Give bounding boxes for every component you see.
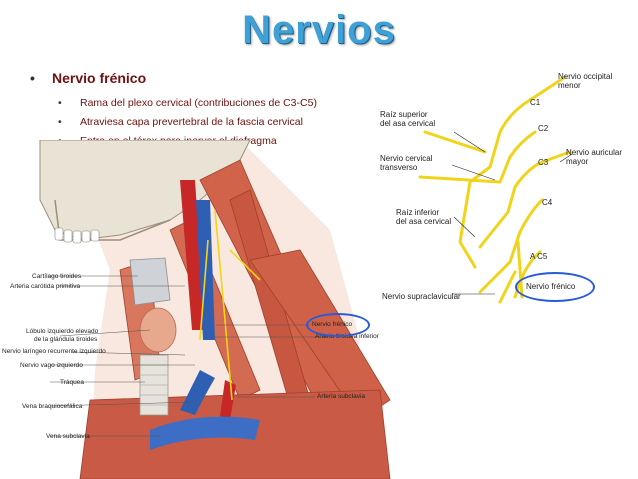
sub-bullet-text: Rama del plexo cervical (contribuciones … xyxy=(80,97,317,109)
label-cartilago-tiroides: Cartílago tiroides xyxy=(32,273,82,280)
label-cervical-transverso-line1: Nervio cervical xyxy=(380,154,433,163)
label-raiz-inferior-line2: del asa cervical xyxy=(396,217,452,226)
label-supraclavicular: Nervio supraclavicular xyxy=(382,292,461,301)
label-raiz-superior: Raíz superior del asa cervical xyxy=(380,110,435,128)
highlight-circle xyxy=(306,313,370,337)
label-raiz-superior-line1: Raíz superior xyxy=(380,110,428,119)
label-cervical-transverso-line2: transverso xyxy=(380,163,418,172)
label-auricular-line1: Nervio auricular xyxy=(566,148,623,157)
cervical-plexus-drawing xyxy=(418,75,573,304)
label-occipital-line1: Nervio occipital xyxy=(558,72,613,81)
bullet-dot: • xyxy=(58,116,62,128)
label-occipital: Nervio occipital menor xyxy=(558,72,612,90)
neck-anatomy-drawing xyxy=(39,139,391,479)
label-nervio-vago: Nervio vago izquierdo xyxy=(20,362,83,369)
highlight-circle xyxy=(515,272,595,302)
sub-bullet: • Rama del plexo cervical (contribuciones… xyxy=(58,94,317,113)
label-auricular-line2: mayor xyxy=(566,157,589,166)
neck-anatomy-illustration: Cartílago tiroides Arteria carótida prim… xyxy=(0,139,400,479)
cervical-plexus-diagram: Nervio occipital menor C1 C2 C3 C4 A C5 … xyxy=(360,72,638,312)
label-nervio-laringeo: Nervio laríngeo recurrente izquierdo xyxy=(2,348,106,355)
label-c3: C3 xyxy=(538,158,549,167)
label-auricular-mayor: Nervio auricular mayor xyxy=(566,148,622,166)
label-traquea: Tráquea xyxy=(60,379,84,386)
label-vena-subclavia: Vena subclavia xyxy=(46,433,90,440)
label-vena-braquiocefalica: Vena braquiocefálica xyxy=(22,403,83,410)
label-raiz-inferior: Raíz inferior del asa cervical xyxy=(396,208,451,226)
label-occipital-line2: menor xyxy=(558,81,581,90)
label-cervical-transverso: Nervio cervical transverso xyxy=(380,154,432,172)
label-glandula-tiroides: de la glándula tiroides xyxy=(34,336,98,343)
slide-title: Nervios xyxy=(242,8,396,52)
label-arteria-carotida: Arteria carótida primitiva xyxy=(10,283,81,290)
label-c5: A C5 xyxy=(530,252,548,261)
label-c2: C2 xyxy=(538,124,549,133)
label-c4: C4 xyxy=(542,198,553,207)
label-raiz-inferior-line1: Raíz inferior xyxy=(396,208,440,217)
label-c1: C1 xyxy=(530,98,541,107)
sub-bullet: • Atraviesa capa prevertebral de la fasci… xyxy=(58,113,317,132)
bullet-dot: • xyxy=(58,97,62,109)
label-lobulo-tiroides: Lóbulo izquierdo elevado xyxy=(26,328,99,335)
label-raiz-superior-line2: del asa cervical xyxy=(380,119,436,128)
label-arteria-subclavia: Arteria subclavia xyxy=(317,393,366,400)
bullet-dot: • xyxy=(30,70,35,86)
sub-bullet-text: Atraviesa capa prevertebral de la fascia… xyxy=(80,116,303,128)
main-bullet: • Nervio frénico xyxy=(30,70,146,86)
main-bullet-text: Nervio frénico xyxy=(52,70,147,86)
